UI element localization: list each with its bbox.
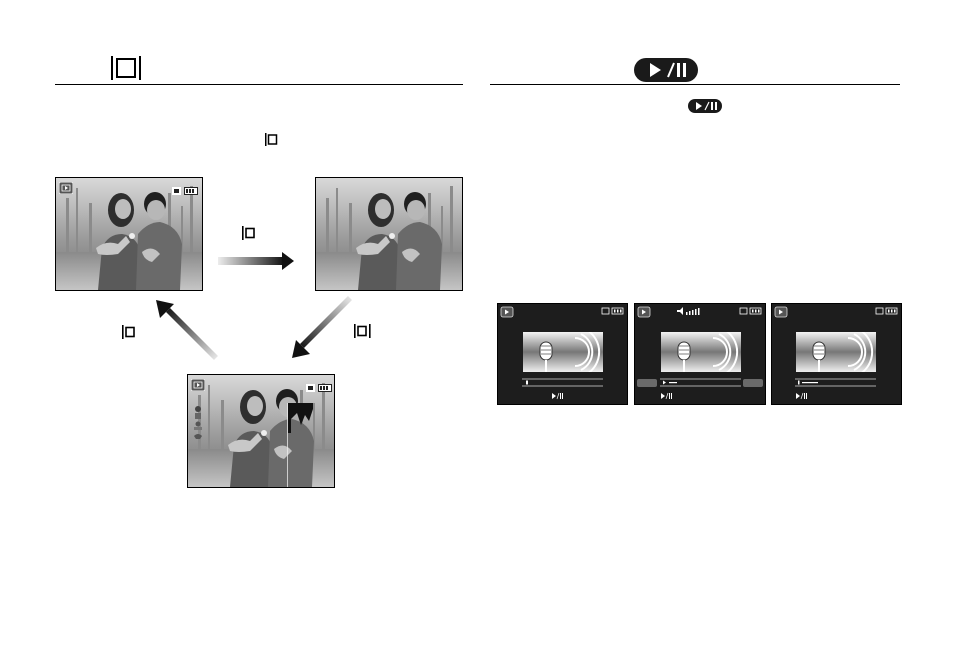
play-pause-icon bbox=[552, 393, 563, 399]
left-header-rule bbox=[55, 84, 463, 85]
memory-icon bbox=[740, 308, 747, 314]
screen-full-info bbox=[187, 374, 335, 488]
arrow-label-info-icon-2 bbox=[354, 324, 372, 343]
volume-icon bbox=[677, 307, 700, 315]
battery-icon bbox=[750, 308, 761, 314]
battery-icon bbox=[318, 379, 333, 397]
battery-icon bbox=[886, 308, 897, 314]
arrow-up-left bbox=[156, 300, 218, 365]
arrow-label-info-icon-3 bbox=[122, 325, 138, 344]
battery-icon bbox=[612, 308, 623, 314]
arrow-right bbox=[218, 252, 294, 275]
memory-icon bbox=[876, 308, 883, 314]
play-pause-button-icon bbox=[634, 58, 698, 87]
histogram-icon bbox=[287, 403, 317, 488]
info-display-icon bbox=[110, 55, 142, 86]
side-info-icons bbox=[192, 405, 204, 446]
play-mode-icon bbox=[638, 307, 650, 317]
rewind-button bbox=[637, 379, 657, 387]
battery-icon bbox=[184, 182, 199, 200]
arrow-down-left bbox=[292, 296, 352, 363]
fast-forward-button bbox=[743, 379, 763, 387]
play-mode-icon bbox=[191, 378, 205, 396]
left-section-header bbox=[55, 52, 463, 84]
right-header-rule bbox=[490, 84, 900, 85]
progress-bar bbox=[660, 379, 741, 386]
play-pause-inline-icon bbox=[688, 99, 722, 118]
right-section-header bbox=[490, 52, 900, 84]
play-mode-icon bbox=[59, 181, 73, 199]
play-pause-icon bbox=[661, 393, 672, 399]
arrow-label-info-icon-1 bbox=[242, 226, 258, 245]
voice-screen-paused bbox=[497, 303, 628, 405]
info-display-inline-icon bbox=[265, 133, 279, 151]
screen-normal bbox=[55, 177, 203, 291]
play-mode-icon bbox=[775, 307, 787, 317]
voice-screen-playing bbox=[771, 303, 902, 405]
screen-no-info bbox=[315, 177, 463, 291]
play-pause-icon bbox=[796, 393, 807, 399]
memory-icon bbox=[172, 182, 181, 200]
voice-screen-playing-volume bbox=[634, 303, 766, 405]
progress-bar bbox=[522, 379, 603, 386]
memory-icon bbox=[306, 379, 315, 397]
progress-bar bbox=[795, 379, 876, 386]
play-mode-icon bbox=[501, 307, 513, 317]
memory-icon bbox=[602, 308, 609, 314]
